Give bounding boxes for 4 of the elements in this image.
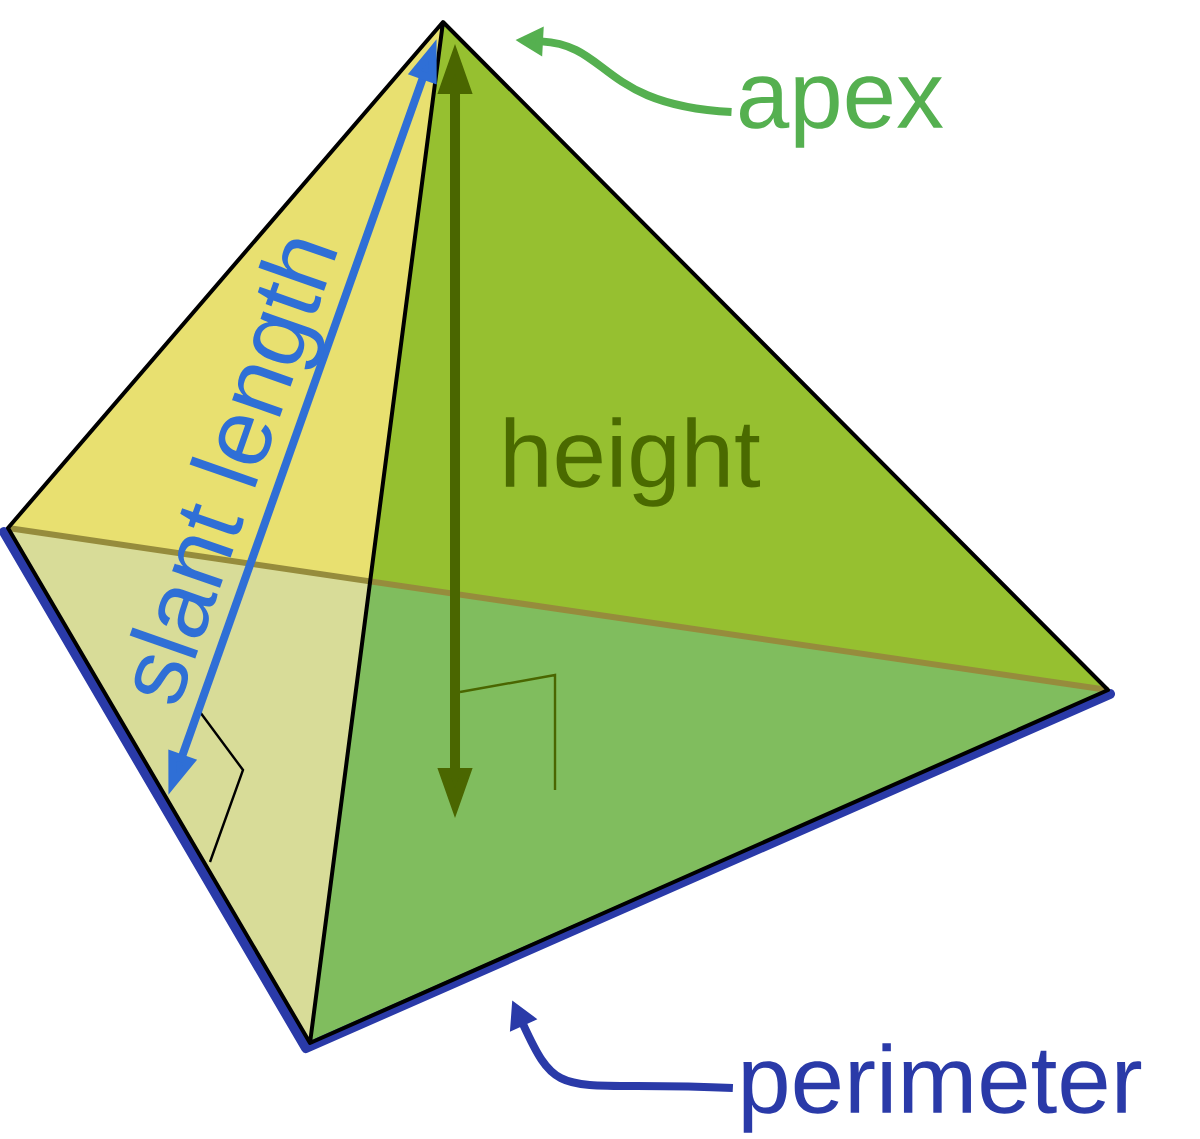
leader-label: perimeter [743, 1043, 1142, 1133]
leader-label: apex [740, 76, 944, 148]
dimension-label: slant length [129, 239, 338, 704]
dimension-label: height [505, 417, 760, 507]
